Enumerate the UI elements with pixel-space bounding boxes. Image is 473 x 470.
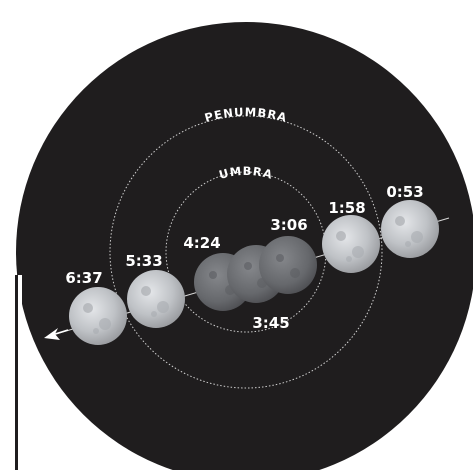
penumbra-label: PENUMBRA	[203, 105, 289, 125]
frame-edge-left	[15, 275, 18, 470]
moon-5-33	[127, 270, 185, 328]
moon-3-06	[259, 236, 317, 294]
time-label-1-58: 1:58	[328, 199, 365, 217]
shadow-disk	[16, 22, 473, 470]
time-label-0-53: 0:53	[386, 183, 423, 201]
arrow-left-icon	[44, 328, 69, 340]
time-label-3-45: 3:45	[252, 314, 289, 332]
time-label-6-37: 6:37	[65, 269, 102, 287]
umbra-label: UMBRA	[217, 164, 274, 182]
time-label-4-24: 4:24	[183, 234, 220, 252]
time-label-5-33: 5:33	[125, 252, 162, 270]
moon-0-53	[381, 200, 439, 258]
time-label-3-06: 3:06	[270, 216, 307, 234]
frame-edge-inner	[18, 275, 22, 470]
moon-1-58	[322, 215, 380, 273]
penumbra-boundary	[109, 115, 383, 389]
moon-6-37	[69, 287, 127, 345]
